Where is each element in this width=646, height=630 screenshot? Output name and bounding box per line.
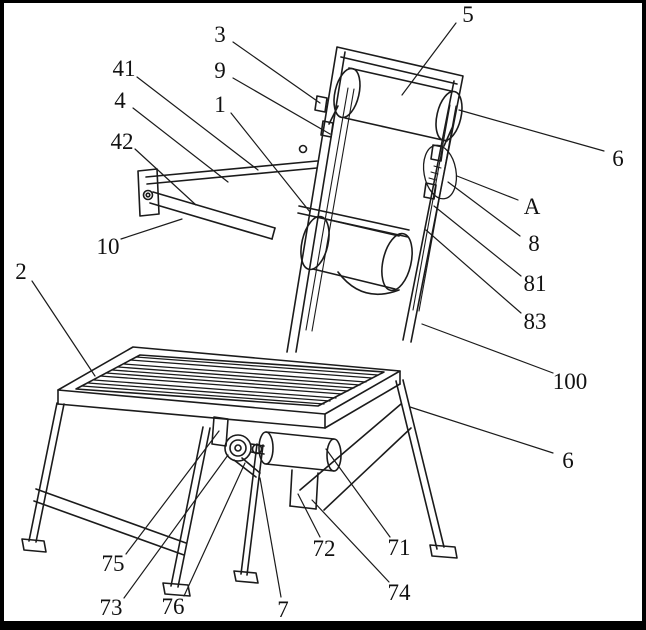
leader-9 (232, 77, 331, 135)
leader-73 (123, 454, 229, 599)
ref-label-75: 75 (102, 551, 125, 576)
leader-75 (125, 430, 220, 555)
ref-label-6-top: 6 (612, 146, 624, 171)
leader-3 (232, 41, 321, 104)
ref-label-42: 42 (111, 129, 134, 154)
ref-label-1: 1 (214, 92, 226, 117)
ref-label-3: 3 (214, 22, 226, 47)
middle-roller (297, 205, 413, 296)
ref-label-41: 41 (113, 56, 136, 81)
under-seat-mechanism (211, 416, 342, 510)
ref-label-71: 71 (388, 535, 411, 560)
ref-label-6-bottom: 6 (562, 448, 574, 473)
leader-A (456, 175, 519, 201)
ref-label-2: 2 (15, 259, 27, 284)
ref-label-72: 72 (313, 536, 336, 561)
leader-100 (421, 323, 554, 374)
leader-5 (401, 22, 457, 96)
ref-label-10: 10 (97, 234, 120, 259)
leader-81 (433, 205, 522, 277)
leader-7 (259, 477, 282, 598)
ref-label-74: 74 (388, 580, 412, 605)
leader-72 (297, 493, 321, 538)
leader-76 (183, 462, 246, 597)
roller-guide-rails (298, 87, 457, 332)
leader-10 (120, 218, 183, 240)
ref-label-73: 73 (100, 595, 123, 620)
ref-label-5: 5 (462, 2, 474, 27)
leader-6-top (458, 109, 605, 152)
ref-label-A: A (524, 194, 541, 219)
ref-label-8: 8 (528, 231, 540, 256)
ref-label-4: 4 (114, 88, 126, 113)
ref-label-7: 7 (277, 597, 289, 622)
cross-braces (33, 403, 412, 556)
ref-label-9: 9 (214, 58, 226, 83)
detail-circle-A (422, 144, 458, 200)
leader-41 (136, 76, 259, 171)
reference-labels: 3 5 9 41 4 1 42 6 A 10 8 2 81 83 100 6 7… (15, 2, 624, 622)
leader-6-bottom (409, 406, 554, 454)
ref-label-81: 81 (524, 271, 547, 296)
backrest-frame (286, 46, 464, 353)
legs (21, 379, 458, 597)
leader-42 (134, 148, 197, 206)
leader-2 (31, 280, 96, 377)
seat-slats (81, 356, 379, 405)
top-roller (328, 67, 463, 147)
leader-83 (425, 229, 522, 314)
ref-label-76: 76 (162, 594, 185, 619)
ref-label-83: 83 (524, 309, 547, 334)
leader-8 (447, 181, 521, 237)
leader-71 (325, 448, 391, 538)
leader-1 (230, 112, 311, 213)
seat-frame (57, 346, 401, 429)
ref-label-100: 100 (553, 369, 588, 394)
armrest-assembly (137, 160, 318, 240)
leader-74 (311, 499, 390, 583)
leader-4 (132, 107, 229, 183)
leader-lines (31, 22, 605, 599)
